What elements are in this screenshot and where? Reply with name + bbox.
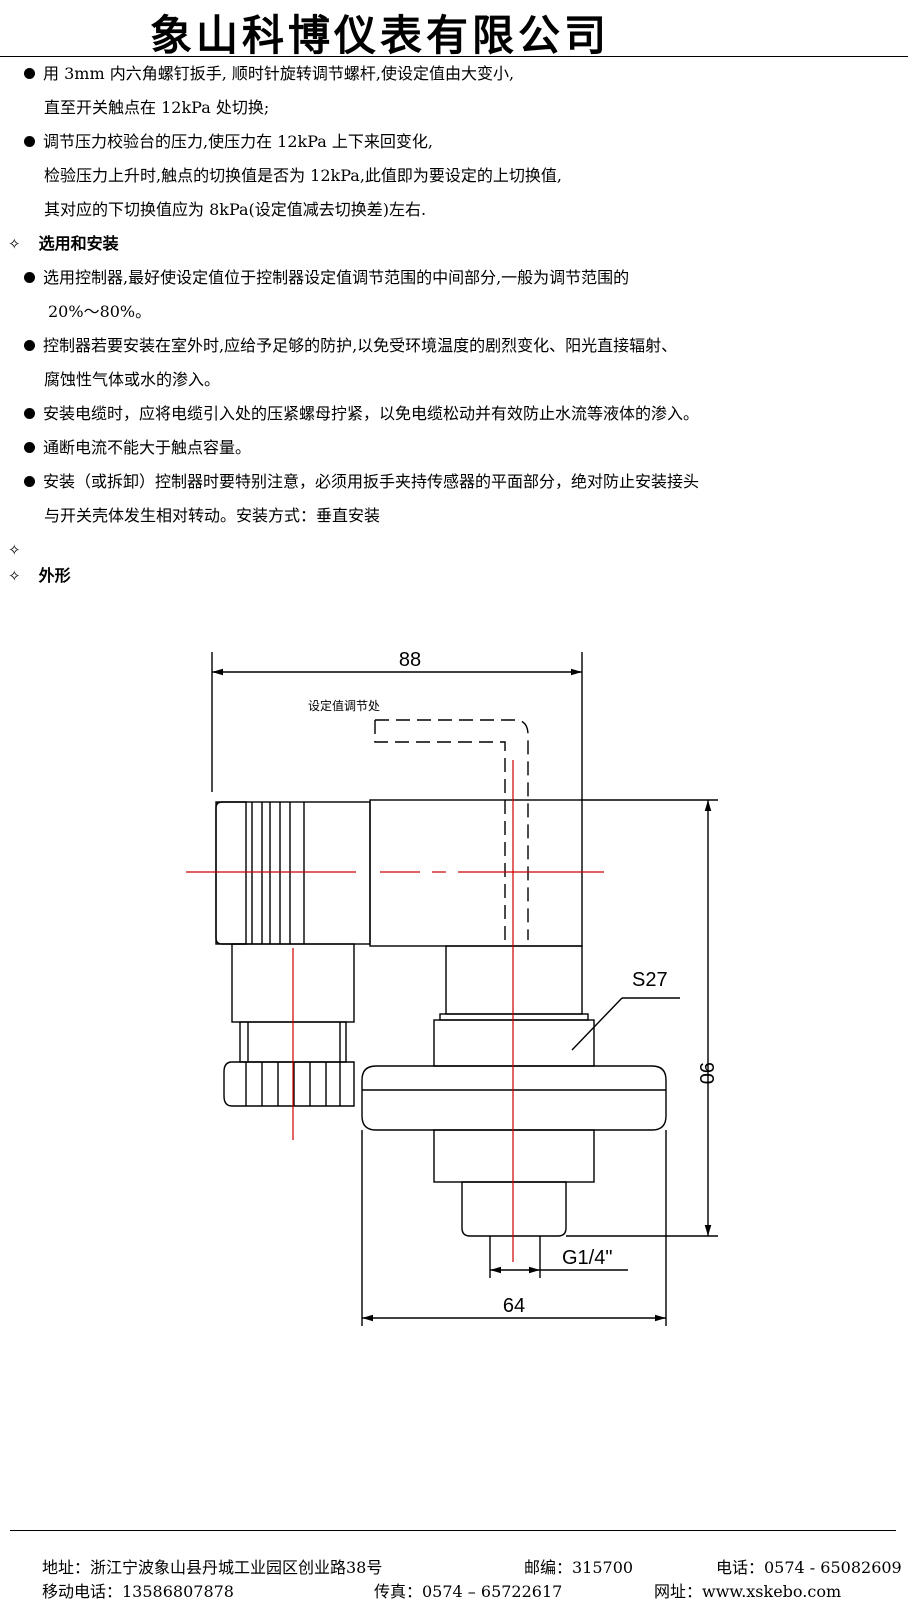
bullet-icon (24, 442, 35, 453)
list-item: 腐蚀性气体或水的渗入。 (44, 370, 221, 389)
list-item: 直至开关触点在 12kPa 处切换; (44, 98, 270, 117)
diamond-icon: ✧ (8, 235, 21, 253)
bullet-icon (24, 136, 35, 147)
list-item: 通断电流不能大于触点容量。 (24, 438, 251, 458)
adjust-label: 设定值调节处 (308, 698, 380, 713)
list-item: 检验压力上升时,触点的切换值是否为 12kPa,此值即为要设定的上切换值, (44, 166, 562, 185)
list-item: 20%～80%。 (48, 302, 152, 321)
footer-phone: 电话：0574 - 65082609 (716, 1558, 902, 1577)
diamond-icon: ✧ (8, 541, 21, 559)
section-heading-install: ✧选用和安装 (8, 234, 119, 253)
thread-stub (461, 1181, 567, 1237)
s27-leader (571, 997, 623, 1051)
dim-label-88: 88 (399, 649, 421, 671)
sensor-neck (445, 945, 583, 1015)
main-housing (369, 799, 583, 947)
list-item: 与开关壳体发生相对转动。安装方式：垂直安装 (44, 506, 381, 525)
adjust-screw-outline (374, 720, 506, 940)
footer-website: 网址：www.xskebo.com (654, 1582, 842, 1601)
footer-divider (10, 1530, 896, 1531)
list-item: 选用控制器,最好使设定值位于控制器设定值调节范围的中间部分,一般为调节范围的 (24, 268, 629, 288)
diamond-icon: ✧ (8, 567, 21, 585)
empty-section-marker: ✧ (8, 540, 39, 560)
connector-body (215, 801, 371, 945)
footer-address: 地址：浙江宁波象山县丹城工业园区创业路38号 (42, 1558, 383, 1577)
bullet-icon (24, 408, 35, 419)
list-item: 其对应的下切换值应为 8kPa(设定值减去切换差)左右. (44, 200, 427, 219)
footer-postcode: 邮编：315700 (524, 1558, 634, 1577)
bullet-icon (24, 340, 35, 351)
flange (361, 1065, 667, 1131)
thread-label: G1/4" (562, 1247, 612, 1269)
lower-body (433, 1129, 595, 1183)
list-item: 安装电缆时，应将电缆引入处的压紧螺母拧紧，以免电缆松动并有效防止水流等液体的渗入… (24, 404, 699, 424)
bullet-icon (24, 476, 35, 487)
footer-mobile: 移动电话：13586807878 (42, 1582, 234, 1601)
section-heading-shape: ✧外形 (8, 566, 71, 585)
gland-nut (223, 1061, 355, 1107)
company-name: 象山科博仪表有限公司 (150, 11, 611, 60)
footer-fax: 传真：0574 – 65722617 (374, 1582, 563, 1601)
dim-label-64: 64 (503, 1295, 525, 1317)
hex-nut-s27 (433, 1019, 595, 1067)
list-item: 控制器若要安装在室外时,应给予足够的防护,以免受环境温度的剧烈变化、阳光直接辐射… (24, 336, 677, 356)
s27-label: S27 (632, 969, 668, 991)
list-item: 调节压力校验台的压力,使压力在 12kPa 上下来回变化, (24, 132, 433, 152)
center-lines (186, 760, 604, 1262)
dim-label-90: 90 (695, 1062, 717, 1084)
list-item: 安装（或拆卸）控制器时要特别注意，必须用扳手夹持传感器的平面部分，绝对防止安装接… (24, 472, 699, 492)
bullet-icon (24, 68, 35, 79)
list-item: 用 3mm 内六角螺钉扳手, 顺时针旋转调节螺杆,使设定值由大变小, (24, 64, 514, 84)
bullet-icon (24, 272, 35, 283)
header-divider (0, 56, 908, 57)
